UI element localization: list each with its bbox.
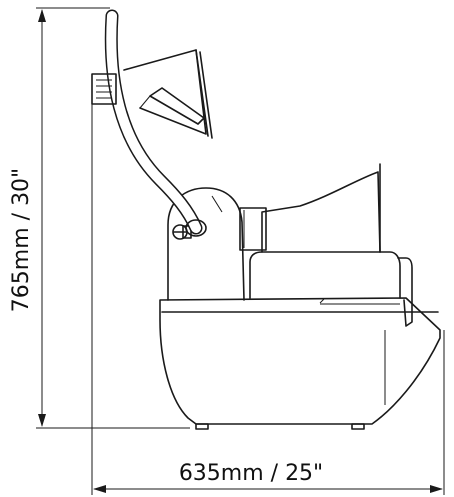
height-label: 765mm / 30" (9, 168, 34, 312)
column-joint (211, 195, 223, 213)
support-strut (149, 87, 205, 125)
width-arrow-left (93, 485, 106, 493)
foot-right (351, 423, 365, 430)
width-arrow-right (430, 485, 443, 493)
side-bracket (397, 257, 413, 327)
motor-collar (239, 207, 267, 251)
hopper-rim (195, 49, 209, 137)
hopper-rim-outer (199, 51, 213, 139)
foot-left (195, 423, 209, 430)
height-arrow-top (38, 9, 46, 22)
handle-arm-inner (106, 11, 201, 233)
grip-body (91, 73, 117, 105)
motor-housing (261, 171, 381, 253)
strut-link (139, 95, 151, 109)
tray-notch (319, 298, 325, 304)
height-arrow-bottom (38, 414, 46, 427)
width-dimension: 635mm / 25" (91, 100, 445, 495)
pivot-column (167, 187, 245, 301)
upper-housing (249, 251, 401, 299)
width-label: 635mm / 25" (179, 461, 323, 486)
base-tub (159, 297, 441, 425)
handle-grip (91, 73, 117, 105)
height-dimension: 765mm / 30" (9, 7, 190, 429)
handle-pivot (185, 219, 207, 237)
hopper (123, 49, 207, 135)
machine-side-view (91, 9, 441, 430)
